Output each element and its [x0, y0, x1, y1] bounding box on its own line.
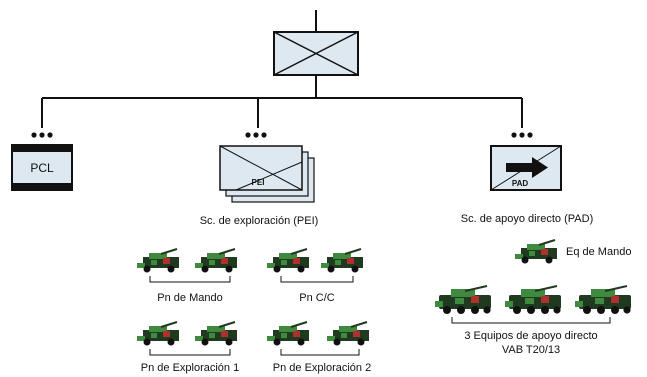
group-bracket — [280, 276, 354, 283]
group-bracket — [149, 276, 231, 283]
vehicle-icon — [514, 239, 558, 265]
vab-vehicle-icon — [504, 285, 562, 315]
vab-vehicle-icon — [574, 285, 632, 315]
pad-caption: Sc. de apoyo directo (PAD) — [461, 213, 593, 225]
pcl-size-dots — [31, 132, 53, 138]
vehicle-icon — [194, 321, 238, 347]
pei-unit: PEI Sc. de exploración (PEI) — [200, 132, 319, 227]
group-sublabel: VAB T20/13 — [502, 344, 560, 356]
arrow-icon — [506, 157, 548, 178]
hq-symbol — [273, 31, 359, 76]
group-label: Pn de Exploración 1 — [141, 362, 239, 374]
group-bracket — [451, 317, 611, 324]
group-equipos-apoyo: 3 Equipos de apoyo directo VAB T20/13 — [434, 285, 632, 356]
group-bracket — [280, 349, 360, 356]
pad-size-dots — [511, 132, 533, 138]
vehicle-icon — [136, 321, 180, 347]
vehicle-icon — [266, 321, 310, 347]
vehicle-icon — [326, 321, 370, 347]
connectors — [41, 10, 523, 128]
pcl-label: PCL — [30, 161, 54, 175]
group-bracket — [149, 349, 231, 356]
group-label: 3 Equipos de apoyo directo — [464, 330, 597, 342]
vehicle-icon — [266, 248, 310, 274]
group-label: Eq de Mando — [566, 246, 631, 258]
vehicle-icon — [136, 248, 180, 274]
group-label: Pn de Mando — [157, 292, 222, 304]
group-pn-cc: Pn C/C — [266, 248, 364, 304]
group-pn-exploracion-2: Pn de Exploración 2 — [266, 321, 371, 374]
group-label: Pn C/C — [299, 292, 335, 304]
pcl-unit: PCL — [11, 132, 73, 191]
pei-caption: Sc. de exploración (PEI) — [200, 215, 319, 227]
vehicle-icon — [320, 248, 364, 274]
vehicle-icon — [194, 248, 238, 274]
group-label: Pn de Exploración 2 — [273, 362, 371, 374]
group-pn-mando: Pn de Mando — [136, 248, 238, 304]
group-pn-exploracion-1: Pn de Exploración 1 — [136, 321, 239, 374]
pad-unit: PAD Sc. de apoyo directo (PAD) — [461, 132, 593, 225]
pei-label: PEI — [252, 178, 265, 187]
pei-size-dots — [245, 132, 267, 138]
pad-label: PAD — [512, 179, 529, 188]
vab-vehicle-icon — [434, 285, 492, 315]
group-eq-mando: Eq de Mando — [514, 239, 631, 265]
